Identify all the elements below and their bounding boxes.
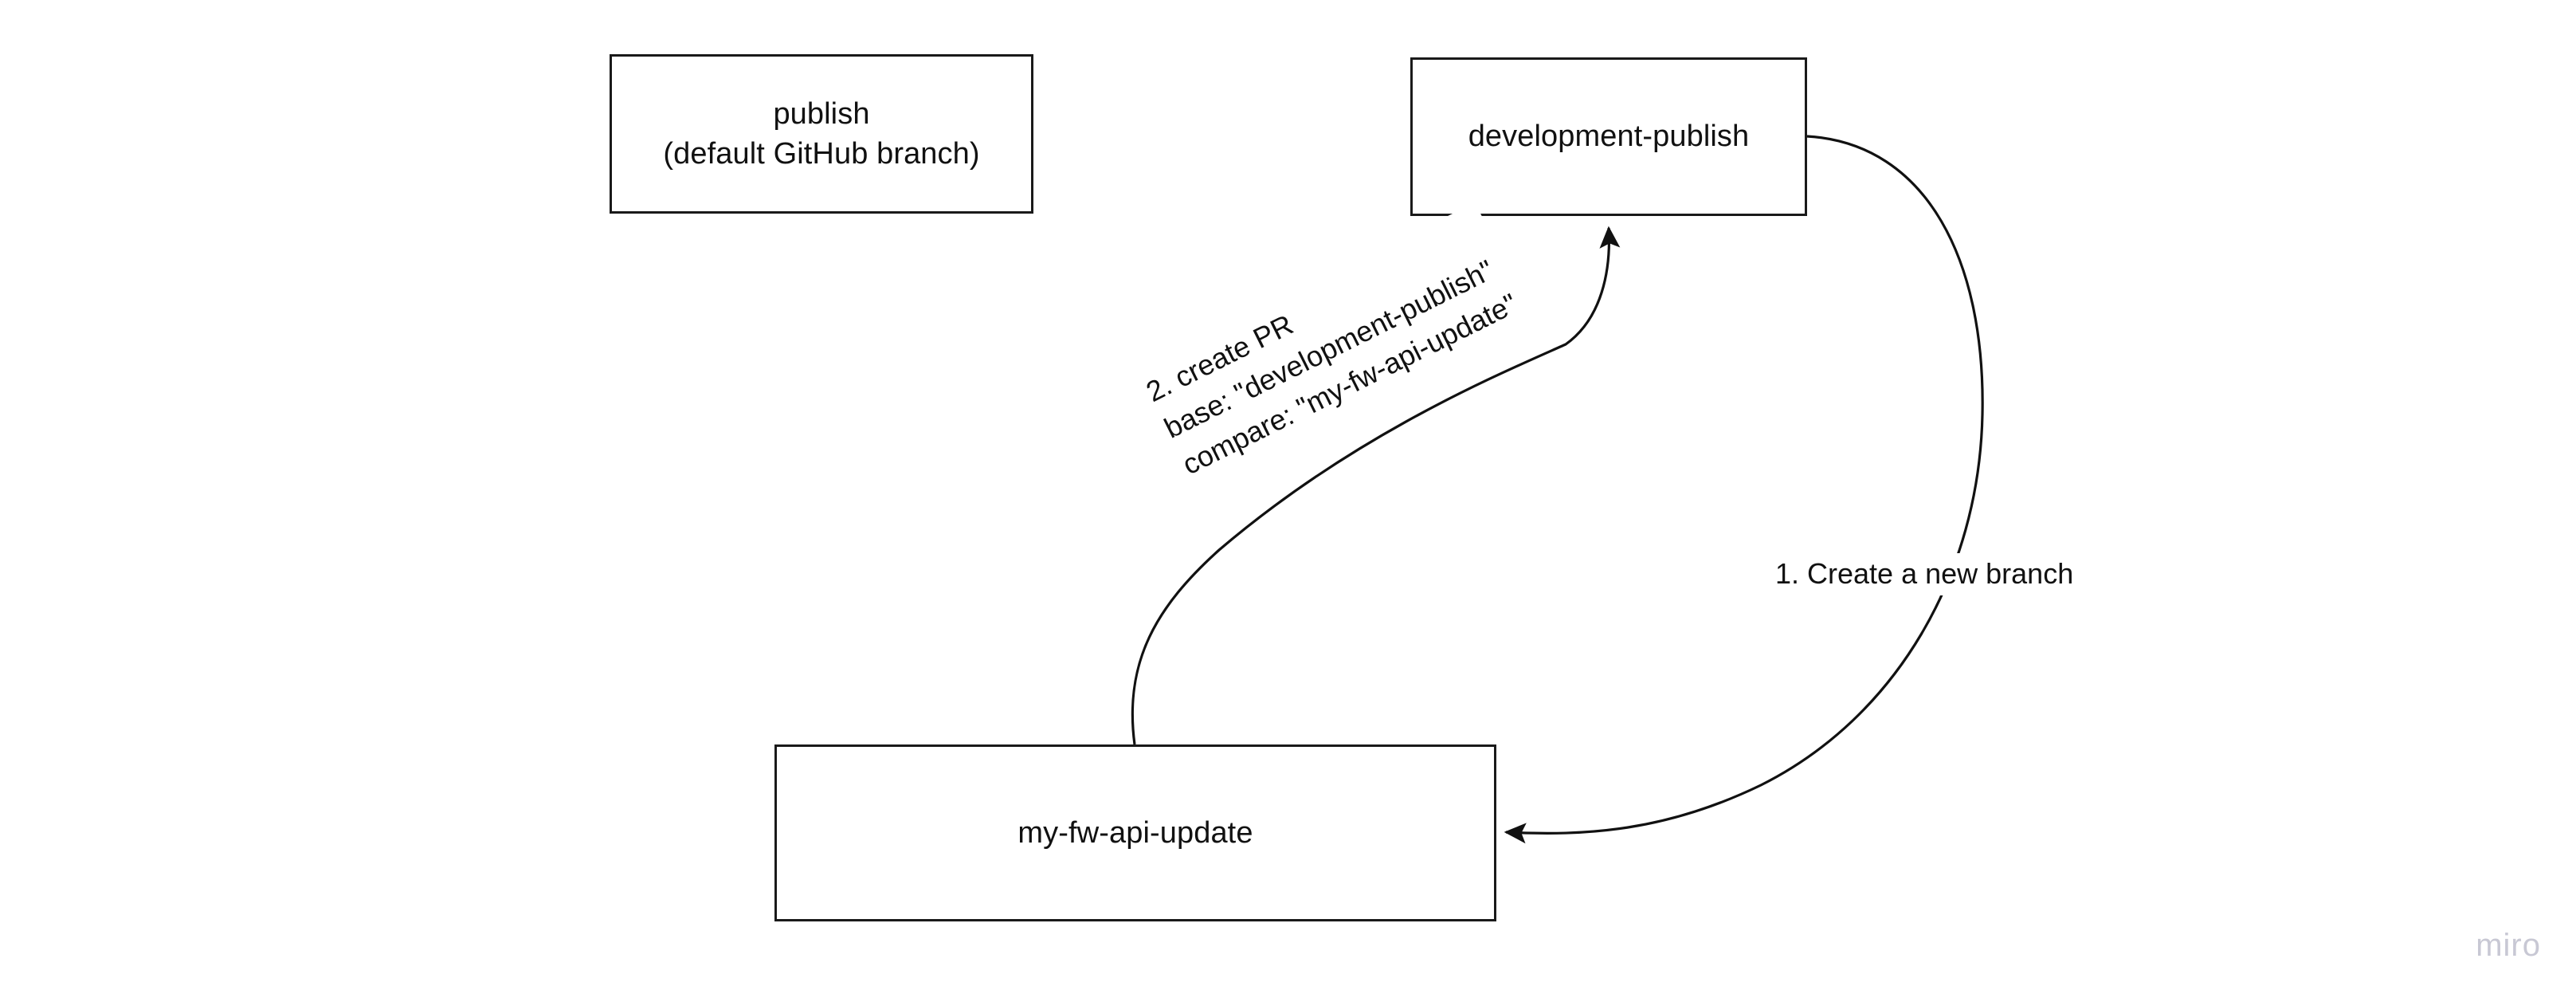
edge-create-branch-path bbox=[1504, 135, 1984, 844]
edge-label-create-branch: 1. Create a new branch bbox=[1770, 553, 2079, 595]
node-development-publish-label: development-publish bbox=[1468, 120, 1750, 154]
node-development-publish[interactable]: development-publish bbox=[1410, 57, 1807, 216]
node-my-fw-api-update[interactable]: my-fw-api-update bbox=[774, 744, 1496, 921]
edge-label-create-pr: 2. create PR base: "development-publish"… bbox=[1130, 202, 1534, 493]
miro-watermark-logo: miro bbox=[2476, 928, 2541, 963]
node-publish-label: publish (default GitHub branch) bbox=[663, 96, 980, 171]
node-my-fw-api-update-label: my-fw-api-update bbox=[1017, 815, 1253, 850]
node-publish[interactable]: publish (default GitHub branch) bbox=[610, 54, 1033, 214]
